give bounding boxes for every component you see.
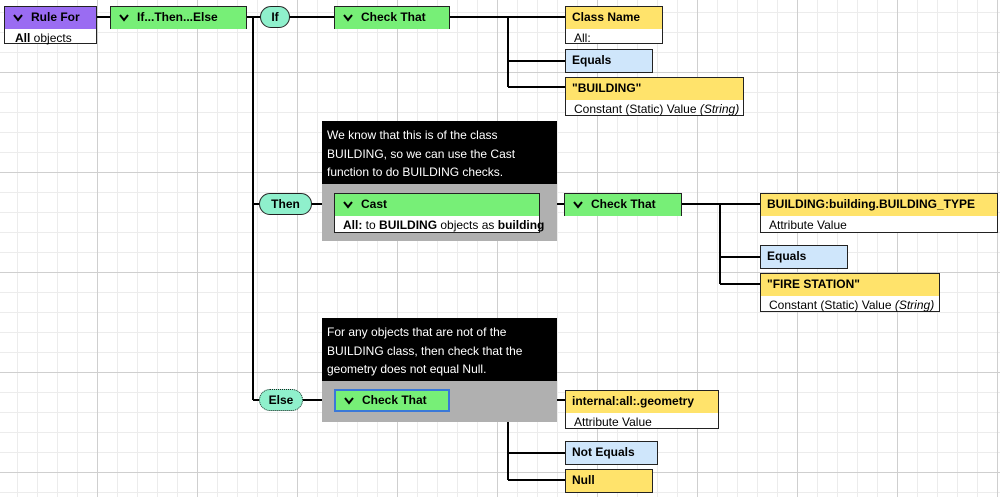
chevron-down-icon[interactable] — [342, 391, 356, 409]
else-comment-note: For any objects that are not of the BUIL… — [322, 318, 557, 381]
chevron-down-icon[interactable] — [341, 194, 355, 214]
chevron-down-icon[interactable] — [11, 7, 25, 27]
then-comment-note: We know that this is of the class BUILDI… — [322, 121, 557, 184]
if-then-else-header[interactable]: If...Then...Else — [111, 7, 246, 29]
building-constant-title: "BUILDING" — [566, 78, 743, 100]
if-then-else-node[interactable]: If...Then...Else — [110, 6, 247, 29]
building-constant-node[interactable]: "BUILDING" Constant (Static) Value (Stri… — [565, 77, 744, 116]
class-name-subtitle: All: — [574, 31, 591, 45]
if-equals-title: Equals — [566, 50, 652, 72]
not-equals-title: Not Equals — [566, 442, 657, 464]
cast-header[interactable]: Cast — [335, 194, 539, 216]
geometry-attribute-node[interactable]: internal:all:.geometry Attribute Value — [565, 390, 719, 429]
cast-title: Cast — [361, 197, 388, 211]
not-equals-node[interactable]: Not Equals — [565, 441, 658, 465]
fire-station-title: "FIRE STATION" — [761, 274, 939, 296]
building-constant-subtitle: Constant (Static) Value (String) — [574, 102, 740, 116]
if-check-that-node[interactable]: Check That — [334, 6, 450, 29]
class-name-title: Class Name — [566, 7, 662, 29]
then-equals-node[interactable]: Equals — [760, 245, 848, 269]
cast-subtitle: All: to BUILDING objects as building — [343, 218, 545, 232]
branch-if[interactable]: If — [260, 6, 290, 28]
chevron-down-icon[interactable] — [117, 7, 131, 27]
branch-then[interactable]: Then — [259, 193, 312, 215]
else-check-that-title: Check That — [362, 393, 427, 407]
then-check-that-header[interactable]: Check That — [565, 194, 681, 216]
rule-for-title: Rule For — [31, 10, 80, 24]
null-title: Null — [566, 470, 652, 492]
chevron-down-icon[interactable] — [571, 194, 585, 214]
null-node[interactable]: Null — [565, 469, 653, 493]
then-equals-title: Equals — [761, 246, 847, 268]
building-type-subtitle: Attribute Value — [769, 218, 847, 232]
then-check-that-node[interactable]: Check That — [564, 193, 682, 216]
chevron-down-icon[interactable] — [341, 7, 355, 27]
class-name-node[interactable]: Class Name All: — [565, 6, 663, 45]
building-type-title: BUILDING:building.BUILDING_TYPE — [761, 194, 997, 216]
rule-for-node[interactable]: Rule For All objects — [4, 6, 97, 45]
if-then-else-title: If...Then...Else — [137, 10, 218, 24]
fire-station-constant-node[interactable]: "FIRE STATION" Constant (Static) Value (… — [760, 273, 940, 312]
geometry-attribute-title: internal:all:.geometry — [566, 391, 718, 413]
rule-for-subtitle: All objects — [15, 31, 72, 45]
else-check-that-header[interactable]: Check That — [336, 391, 448, 410]
fire-station-subtitle: Constant (Static) Value (String) — [769, 298, 935, 312]
branch-else[interactable]: Else — [259, 389, 303, 411]
geometry-attribute-subtitle: Attribute Value — [574, 415, 652, 429]
else-check-that-node[interactable]: Check That — [334, 389, 450, 412]
rule-for-header[interactable]: Rule For — [5, 7, 96, 29]
then-check-that-title: Check That — [591, 197, 656, 211]
if-check-that-header[interactable]: Check That — [335, 7, 449, 29]
if-equals-node[interactable]: Equals — [565, 49, 653, 73]
building-type-attribute-node[interactable]: BUILDING:building.BUILDING_TYPE Attribut… — [760, 193, 998, 233]
cast-node[interactable]: Cast All: to BUILDING objects as buildin… — [334, 193, 545, 233]
if-check-that-title: Check That — [361, 10, 426, 24]
